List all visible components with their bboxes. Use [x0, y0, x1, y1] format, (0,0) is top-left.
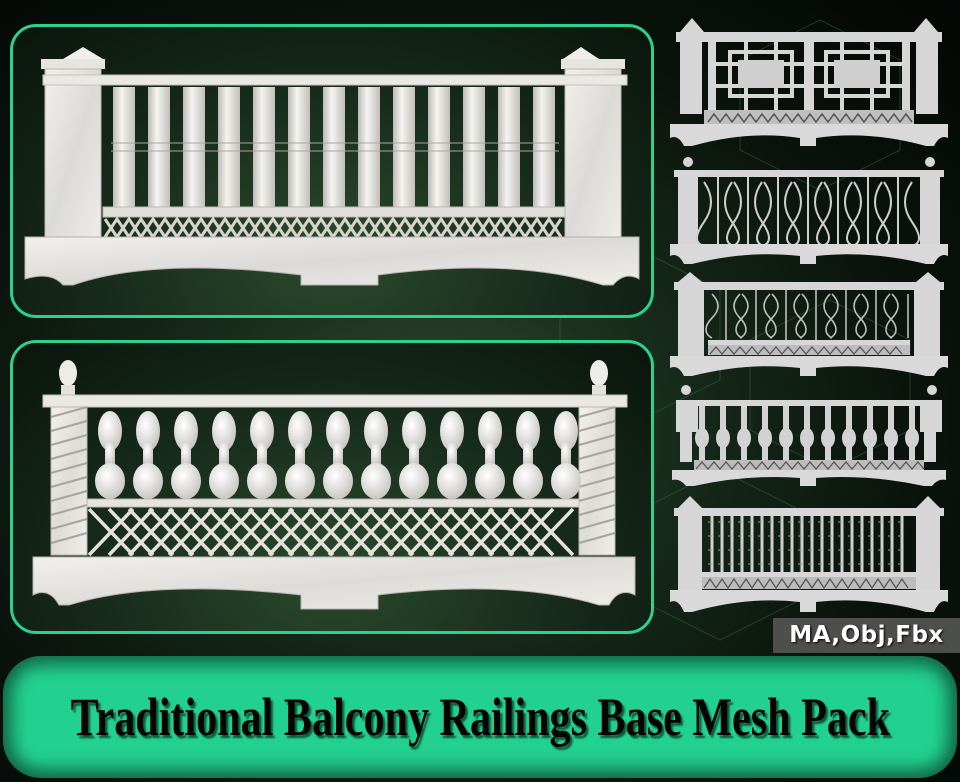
- thumbnail-geometric-panel-railing: [670, 18, 948, 146]
- file-format-badge: MA,Obj,Fbx: [773, 618, 960, 653]
- featured-render-card-1: [10, 24, 654, 318]
- thumbnail-turned-baluster-railing: [672, 385, 946, 486]
- thumbnail-vertical-bar-railing: [670, 496, 948, 612]
- thumbnail-dense-scroll-railing: [670, 272, 948, 376]
- thumbnail-scrollwork-railing: [670, 157, 948, 264]
- banner-title: Traditional Balcony Railings Base Mesh P…: [70, 687, 890, 747]
- marble-railing-render-2: [32, 360, 636, 610]
- marble-railing-render-1: [24, 47, 640, 286]
- title-banner: Traditional Balcony Railings Base Mesh P…: [3, 656, 957, 778]
- featured-render-card-2: [10, 340, 654, 634]
